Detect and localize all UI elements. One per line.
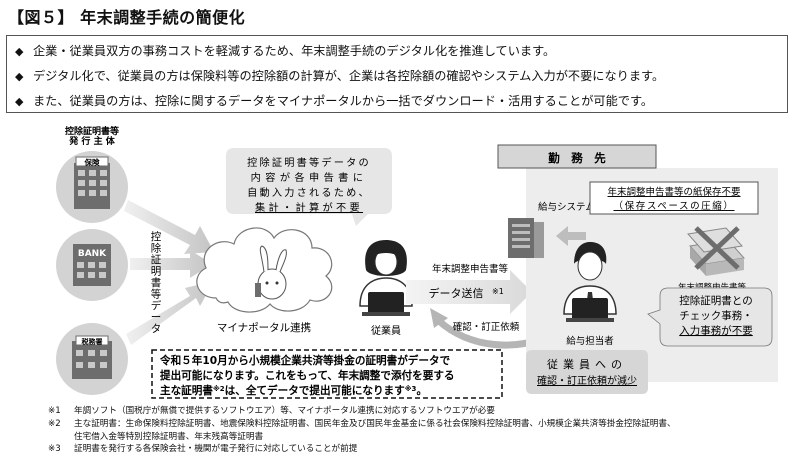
- bullet-item: ◆ 企業・従業員双方の事務コストを軽減するため、年末調整手続のデジタル化を推進して…: [15, 39, 779, 64]
- flow-label-char: デ: [151, 299, 162, 312]
- svg-text:控除証明書との: 控除証明書との: [679, 294, 752, 307]
- employer-title: 勤 務 先: [548, 151, 606, 165]
- flow-label-char: タ: [151, 323, 162, 335]
- svg-text:従業員への: 従業員への: [547, 358, 627, 371]
- arrow-back-label: 確認・訂正依頼: [453, 321, 520, 333]
- paper-storage-note: [589, 181, 759, 215]
- arrow-main-note: ※1: [492, 287, 504, 296]
- bullet-text: デジタル化で、従業員の方は保険料等の控除額の計算が、企業は各控除額の確認やシステ…: [33, 69, 665, 83]
- arrow-main-label: データ送信: [429, 286, 484, 300]
- staff-label: 給与担当者: [566, 335, 614, 347]
- diamond-icon: ◆: [15, 70, 24, 83]
- flow-label-char: 明: [151, 266, 162, 278]
- arrow-to-system: [556, 226, 586, 246]
- issuer-bank: BANK: [56, 229, 128, 301]
- hoken-sign: 保険: [84, 157, 100, 167]
- diamond-icon: ◆: [15, 95, 24, 108]
- arrow-issuer-3: [126, 281, 214, 345]
- employee-label: 従業員: [371, 324, 401, 337]
- svg-text:自動入力されるため、: 自動入力されるため、: [247, 186, 371, 199]
- issuers-heading-1: 控除証明書等: [65, 125, 119, 137]
- mynaportal-cloud: [196, 227, 333, 313]
- svg-text:提出可能になります。これをもって、年末調整で添付を要する: 提出可能になります。これをもって、年末調整で添付を要する: [160, 369, 455, 382]
- staff-laptop-icon: [572, 298, 608, 320]
- tax-office-icon: [72, 341, 112, 379]
- svg-text:集計・計算が不要: 集計・計算が不要: [255, 201, 363, 214]
- dashed-note-box: [151, 349, 503, 399]
- mynaportal-label: マイナポータル連携: [217, 321, 311, 334]
- svg-text:確認・訂正依頼が減少: 確認・訂正依頼が減少: [537, 374, 637, 387]
- bank-sign: BANK: [78, 249, 107, 259]
- check-work-callout: 控除証明書との チェック事務・ 入力事務が不要: [647, 287, 773, 347]
- issuer-tax-office: 税務署: [56, 323, 128, 395]
- issuer-insurance: 保険: [56, 151, 128, 223]
- bullet-item: ◆ また、従業員の方は、控除に関するデータをマイナポータルから一括でダウンロード・…: [15, 89, 779, 114]
- svg-text:（保存スペースの圧縮）: （保存スペースの圧縮）: [614, 200, 735, 212]
- svg-text:令和５年10月から小規模企業共済等掛金の証明書がデータで: 令和５年10月から小規模企業共済等掛金の証明書がデータで: [159, 354, 451, 367]
- svg-text:年末調整申告書等の紙保存不要: 年末調整申告書等の紙保存不要: [607, 186, 740, 198]
- bullet-text: また、従業員の方は、控除に関するデータをマイナポータルから一括でダウンロード・活…: [33, 94, 654, 108]
- summary-box: ◆ 企業・従業員双方の事務コストを軽減するため、年末調整手続のデジタル化を推進して…: [6, 35, 788, 113]
- zeimusho-sign: 税務署: [82, 337, 103, 346]
- flow-label-char: 控: [151, 230, 162, 243]
- server-icon: [508, 218, 544, 258]
- svg-text:内容が各申告書に: 内容が各申告書に: [251, 171, 368, 184]
- data-send-arrow: [406, 270, 532, 314]
- employee-figure: [359, 240, 413, 316]
- footnote-2-cont: 住宅借入金等特別控除証明書、年末残高等証明書: [74, 431, 264, 442]
- page-title: 【図５】 年末調整手続の簡便化: [8, 8, 246, 27]
- svg-text:チェック事務・: チェック事務・: [679, 309, 753, 322]
- laptop-icon: [368, 292, 404, 314]
- issuers-heading-2: 発 行 主 体: [68, 135, 115, 147]
- arrow-issuer-2: [130, 250, 212, 278]
- system-label: 給与システム等: [538, 201, 605, 213]
- flow-label-char: 除: [151, 242, 162, 255]
- flow-label-char: 等: [151, 288, 162, 301]
- flow-label-char: ー: [151, 312, 162, 324]
- diamond-icon: ◆: [15, 45, 24, 58]
- request-reduced-callout: 従業員への 確認・訂正依頼が減少: [526, 350, 648, 394]
- bullet-text: 企業・従業員双方の事務コストを軽減するため、年末調整手続のデジタル化を推進してい…: [33, 44, 556, 58]
- mascot-icon: [257, 268, 287, 300]
- svg-text:主な証明書※2は、全てデータで提出可能になります※3。: 主な証明書※2は、全てデータで提出可能になります※3。: [160, 384, 427, 397]
- employer-tab: [497, 144, 657, 169]
- arrow-issuer-1: [124, 200, 214, 254]
- arrow-top-label: 年末調整申告書等: [432, 263, 509, 275]
- return-arrow-head: [430, 308, 448, 328]
- svg-text:控除証明書等データの: 控除証明書等データの: [247, 156, 371, 169]
- auto-input-callout: 控除証明書等データの 内容が各申告書に 自動入力されるため、 集計・計算が不要: [226, 148, 392, 226]
- bullet-item: ◆ デジタル化で、従業員の方は保険料等の控除額の計算が、企業は各控除額の確認やシス…: [15, 64, 779, 89]
- svg-text:入力事務が不要: 入力事務が不要: [679, 324, 753, 337]
- paper-label: 年末調整申告書等: [678, 282, 747, 293]
- cross-icon: [694, 226, 740, 270]
- data-flow-label: 控除証明書等データ: [151, 230, 162, 335]
- flow-label-char: 証: [151, 253, 162, 266]
- staff-figure: [563, 242, 617, 322]
- flow-label-char: 書: [151, 276, 162, 289]
